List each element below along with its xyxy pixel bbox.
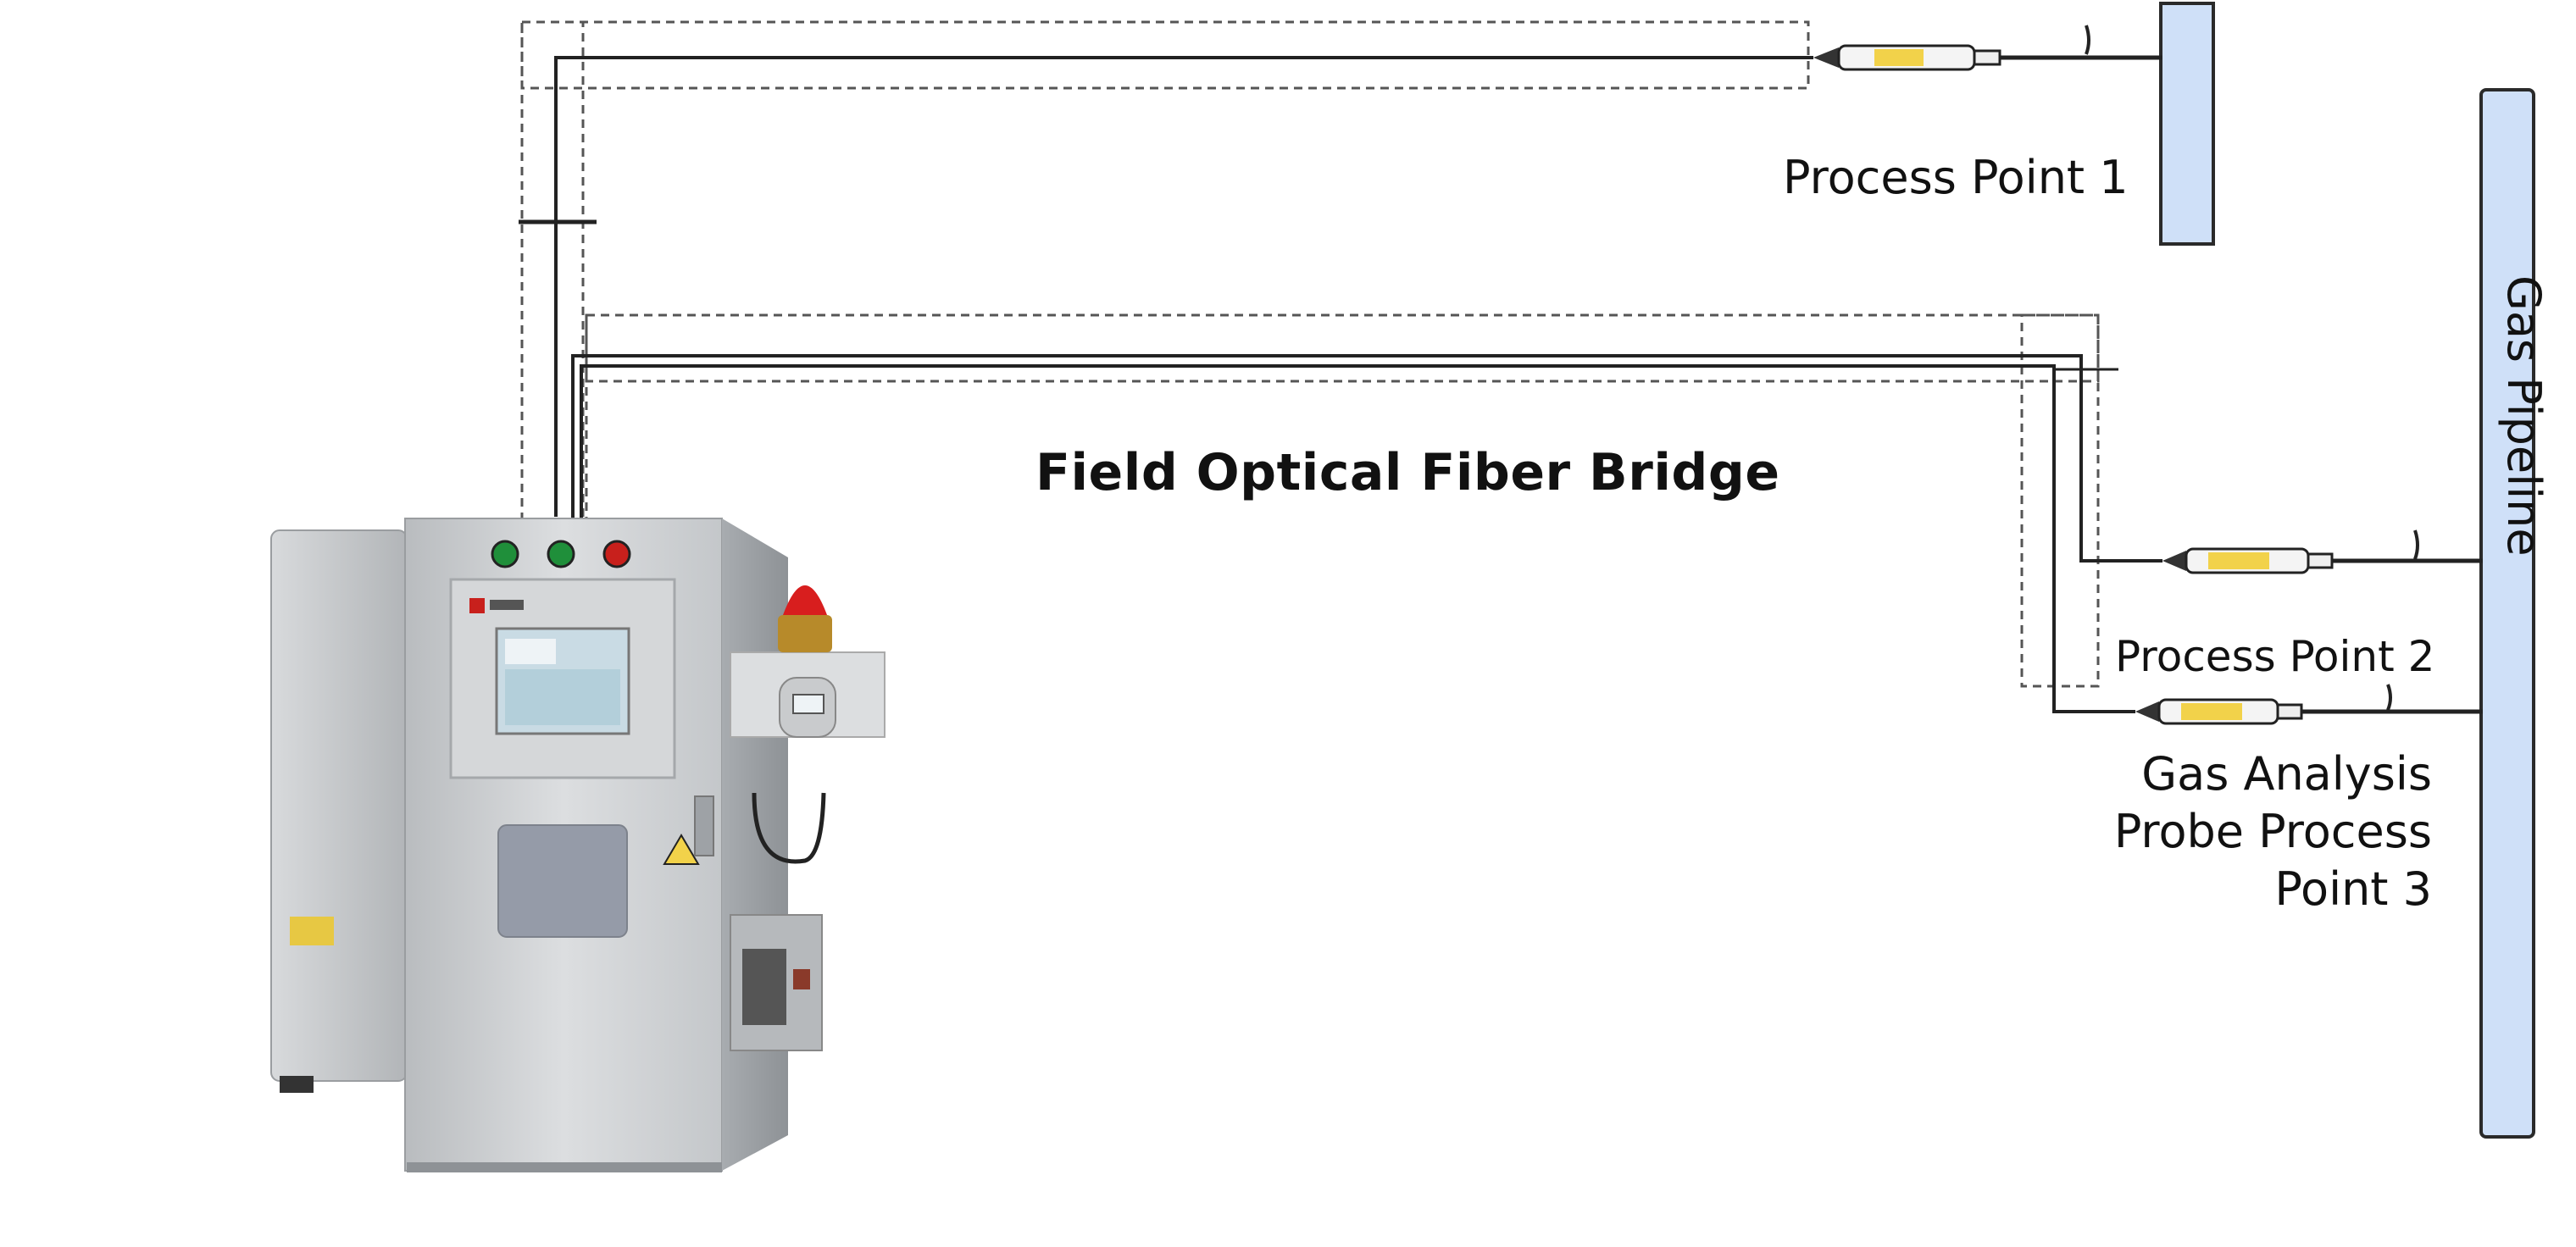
gas-pipeline xyxy=(2479,88,2535,1139)
cable-tray-upper-horizontal xyxy=(520,20,1810,90)
gas-probe-icon xyxy=(2135,684,2483,725)
gas-probe-icon xyxy=(1813,25,2162,71)
warning-triangle-icon xyxy=(663,834,700,865)
gas-probe-icon xyxy=(2162,529,2483,574)
process-point-3-label: Gas Analysis Probe Process Point 3 xyxy=(2113,747,2432,916)
beacon-light-icon xyxy=(778,585,832,652)
cable-tray-upper-vertical xyxy=(520,20,585,522)
gas-pipeline-label: Gas Pipeline xyxy=(2497,275,2551,557)
fiber-line-1 xyxy=(554,56,1813,517)
cable-tray-lower-horizontal xyxy=(585,313,2100,383)
cable-tray-lower-vertical xyxy=(2020,313,2100,688)
process-point-1-label: Process Point 1 xyxy=(1783,151,2129,204)
fiber-line-2 xyxy=(571,354,2162,563)
analyzer-cabinet-icon xyxy=(270,518,886,1172)
pipe-stub-pp1 xyxy=(2159,2,2215,246)
fiber-route-lower xyxy=(571,313,2162,713)
fiber-line-3 xyxy=(580,364,2135,713)
fiber-route-upper xyxy=(519,20,1813,522)
process-point-2-label: Process Point 2 xyxy=(2115,632,2435,681)
bridge-label: Field Optical Fiber Bridge xyxy=(1035,443,1780,502)
